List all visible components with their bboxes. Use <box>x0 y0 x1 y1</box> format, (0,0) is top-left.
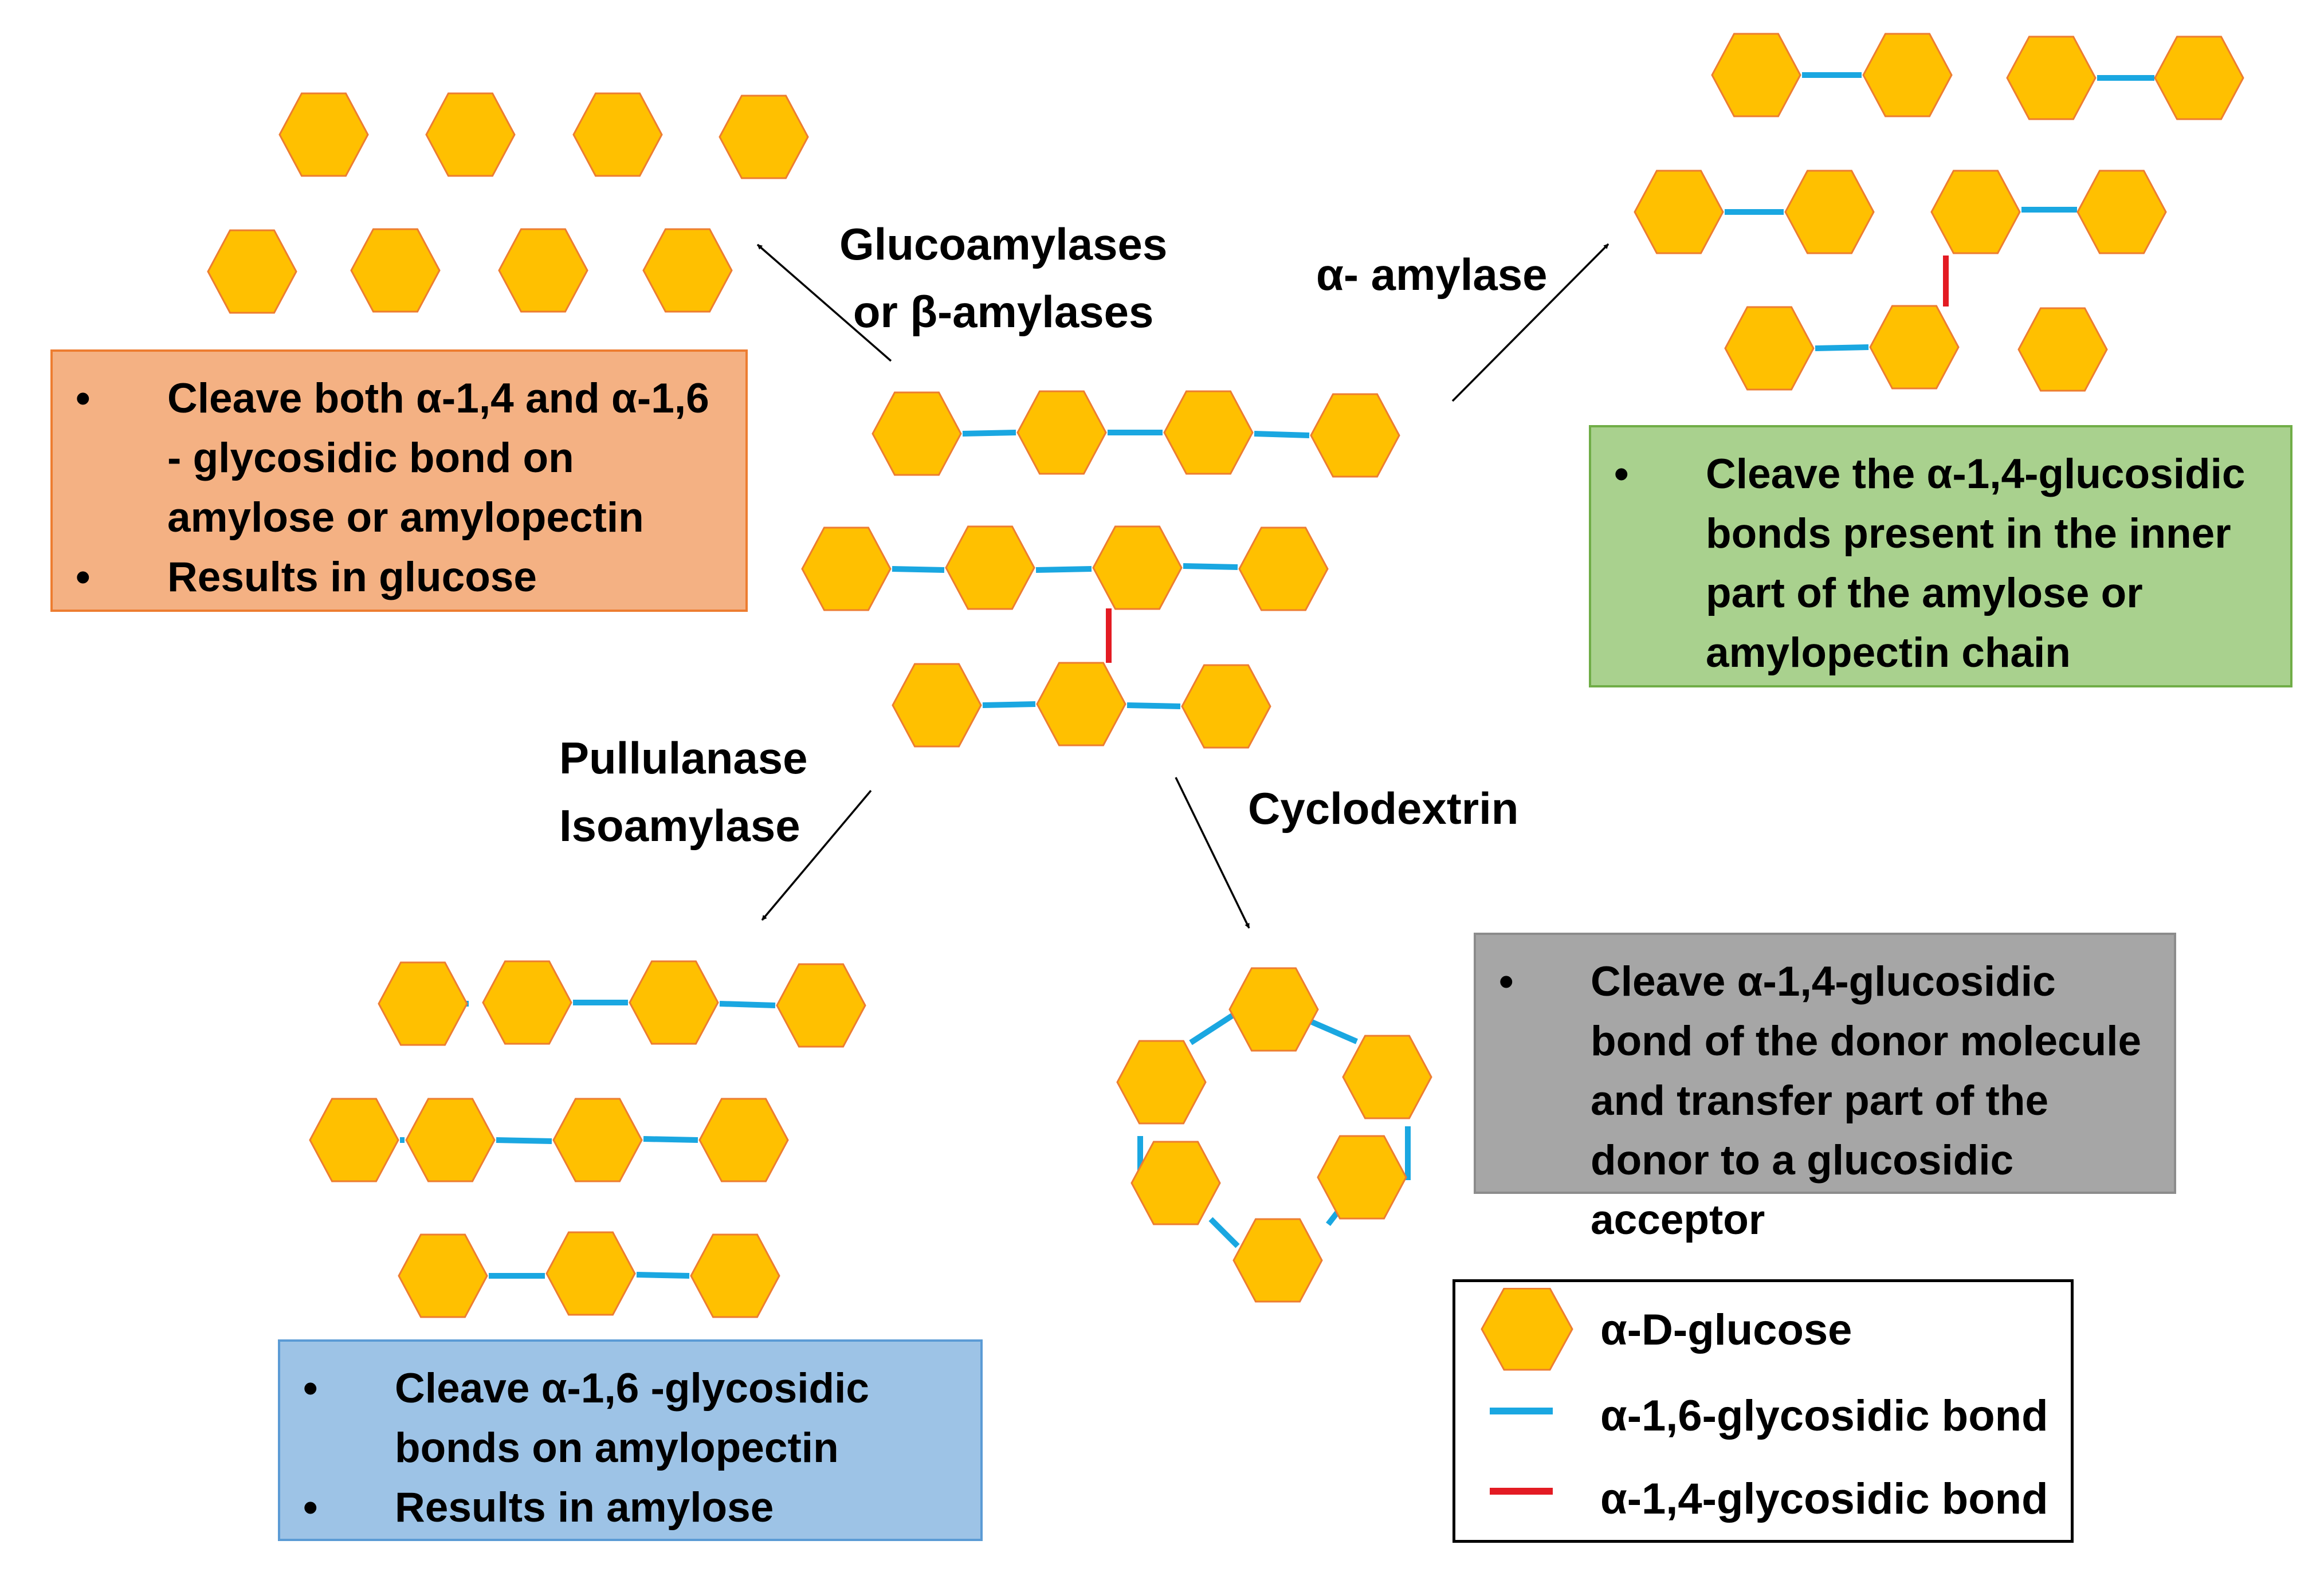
arrow-to-amylose <box>761 789 872 921</box>
glucose-hexagon <box>1342 1035 1432 1119</box>
glucose-hexagon <box>1869 305 1960 390</box>
glucose-hexagon <box>2076 170 2167 254</box>
glucose-hexagon <box>1238 526 1329 611</box>
glucose-hexagon <box>1130 1141 1221 1225</box>
alpha-1-6-bond <box>1815 344 1869 351</box>
glucose-hexagon <box>690 1233 780 1318</box>
glucose-hexagon <box>1634 170 1724 254</box>
alpha-1-6-bond <box>719 1001 776 1008</box>
glucose-hexagon <box>2006 36 2097 120</box>
legend-row-a14: α-1,4-glycosidic bond <box>1455 1454 2071 1540</box>
legend-row-a16: α-1,6-glycosidic bond <box>1455 1368 2071 1454</box>
alpha-1-6-bond <box>1183 563 1238 570</box>
pullulanase-description-box: Cleave α-1,6 -glycosidic bonds on amylop… <box>278 1339 983 1541</box>
alpha-1-6-bond <box>496 1137 552 1144</box>
glucose-hexagon <box>1228 967 1319 1052</box>
alpha-1-6-bond <box>962 430 1016 437</box>
glucose-hexagon <box>572 92 663 177</box>
glucose-hexagon <box>1711 33 1801 117</box>
label-pullulanase: Pullulanase <box>559 733 808 783</box>
glucose-hexagon <box>892 663 982 748</box>
alpha-1-6-bond <box>1035 566 1092 573</box>
glucoamylase-bullet-2: Results in glucose <box>76 548 723 607</box>
glucose-hexagon <box>2154 36 2244 120</box>
glucose-hexagon <box>1724 306 1815 391</box>
glucose-hexagon <box>1930 170 2021 254</box>
glucose-hexagon <box>207 229 297 314</box>
glucose-hexagon <box>801 526 892 611</box>
cyclodextrin-description-box: Cleave α-1,4-glucosidic bond of the dono… <box>1474 933 2176 1243</box>
arrow-to-alpha-amylase-products <box>1451 243 1609 402</box>
glucose-hexagon <box>545 1231 636 1316</box>
arrow-to-cyclodextrin <box>1175 777 1250 929</box>
alpha-1-6-bond <box>643 1136 698 1143</box>
glucose-hexagon <box>309 1098 399 1182</box>
arrow-to-glucose <box>756 243 892 362</box>
alpha-1-6-bond <box>892 566 945 573</box>
glucose-hexagon <box>278 92 369 177</box>
glucose-hexagon <box>1862 33 1953 117</box>
legend-row-glucose: α-D-glucose <box>1455 1282 2071 1371</box>
pullulanase-bullet-1: Cleave α-1,6 -glycosidic bonds on amylop… <box>303 1359 957 1478</box>
glucose-hexagon <box>872 391 962 476</box>
alpha-amylase-bullet-1: Cleave the α-1,4-glucosidic bonds presen… <box>1614 445 2267 683</box>
cyclodextrin-bullet-1: Cleave α-1,4-glucosidic bond of the dono… <box>1499 952 2151 1250</box>
glucose-hexagon <box>629 960 719 1045</box>
glucose-hexagon <box>1092 525 1183 610</box>
glucose-hexagon <box>1016 390 1107 475</box>
reaction-arrows <box>756 243 1609 929</box>
alpha-1-6-bond <box>1208 1217 1240 1248</box>
legend-label-a14: α-1,4-glycosidic bond <box>1600 1475 2048 1523</box>
label-glucoamylases-line2: or β-amylases <box>853 286 1154 337</box>
glucose-hexagon <box>378 961 468 1046</box>
glucose-hexagon <box>425 92 516 177</box>
glucose-hexagon <box>776 963 866 1048</box>
label-pullulanase-isoamylase: Pullulanase Isoamylase <box>559 724 808 859</box>
glucose-hexagon <box>398 1233 488 1318</box>
alpha-amylase-description-box: Cleave the α-1,4-glucosidic bonds presen… <box>1589 425 2292 687</box>
glucose-hexagon <box>1784 170 1875 254</box>
label-cyclodextrin: Cyclodextrin <box>1248 783 1519 834</box>
glucose-hexagon <box>719 95 809 179</box>
glucoamylase-description-box: Cleave both α-1,4 and α-1,6 - glycosidic… <box>50 349 748 612</box>
alpha-1-6-bond <box>1189 1011 1236 1046</box>
glucose-hexagon <box>698 1098 789 1182</box>
glucose-hexagon <box>1036 662 1126 746</box>
glucose-hexagon <box>552 1098 643 1182</box>
label-alpha-amylase: α- amylase <box>1316 249 1548 300</box>
label-isoamylase: Isoamylase <box>559 800 800 851</box>
pullulanase-bullet-2: Results in amylose <box>303 1478 957 1538</box>
glucose-hexagon <box>2017 307 2108 392</box>
legend-label-glucose: α-D-glucose <box>1600 1306 1852 1354</box>
label-glucoamylases: Glucoamylases or β-amylases <box>839 210 1167 345</box>
glucose-hexagon-icon <box>1481 1288 1573 1371</box>
alpha-1-6-bond <box>1126 702 1181 709</box>
alpha-1-6-bond <box>982 701 1036 708</box>
glucose-hexagon <box>350 228 441 313</box>
alpha-1-6-bond <box>636 1272 690 1279</box>
legend: α-D-glucose α-1,6-glycosidic bond α-1,4-… <box>1452 1279 2074 1543</box>
legend-label-a16: α-1,6-glycosidic bond <box>1600 1392 2048 1440</box>
glycosidic-bonds <box>400 72 2154 1279</box>
glucose-hexagon <box>1181 664 1271 749</box>
glucose-hexagon <box>1310 393 1400 478</box>
glucoamylase-bullet-1: Cleave both α-1,4 and α-1,6 - glycosidic… <box>76 369 723 548</box>
glucose-units <box>207 33 2244 1318</box>
glucose-hexagon <box>482 960 572 1045</box>
glucose-hexagon <box>1163 390 1254 475</box>
blue-bond-line-icon <box>1490 1408 1553 1414</box>
glucose-hexagon <box>642 228 733 313</box>
glucose-hexagon <box>498 228 588 313</box>
red-bond-line-icon <box>1490 1488 1553 1495</box>
alpha-1-6-bond <box>1254 431 1310 438</box>
glucose-hexagon <box>1317 1135 1407 1220</box>
glucose-hexagon <box>405 1098 496 1182</box>
alpha-1-6-bond <box>1308 1018 1358 1044</box>
alpha-1-6-bond <box>1326 1209 1340 1227</box>
glucose-hexagon <box>1116 1040 1207 1125</box>
label-glucoamylases-line1: Glucoamylases <box>839 219 1168 269</box>
glucose-hexagon <box>1232 1218 1323 1303</box>
glucose-hexagon <box>945 525 1035 610</box>
